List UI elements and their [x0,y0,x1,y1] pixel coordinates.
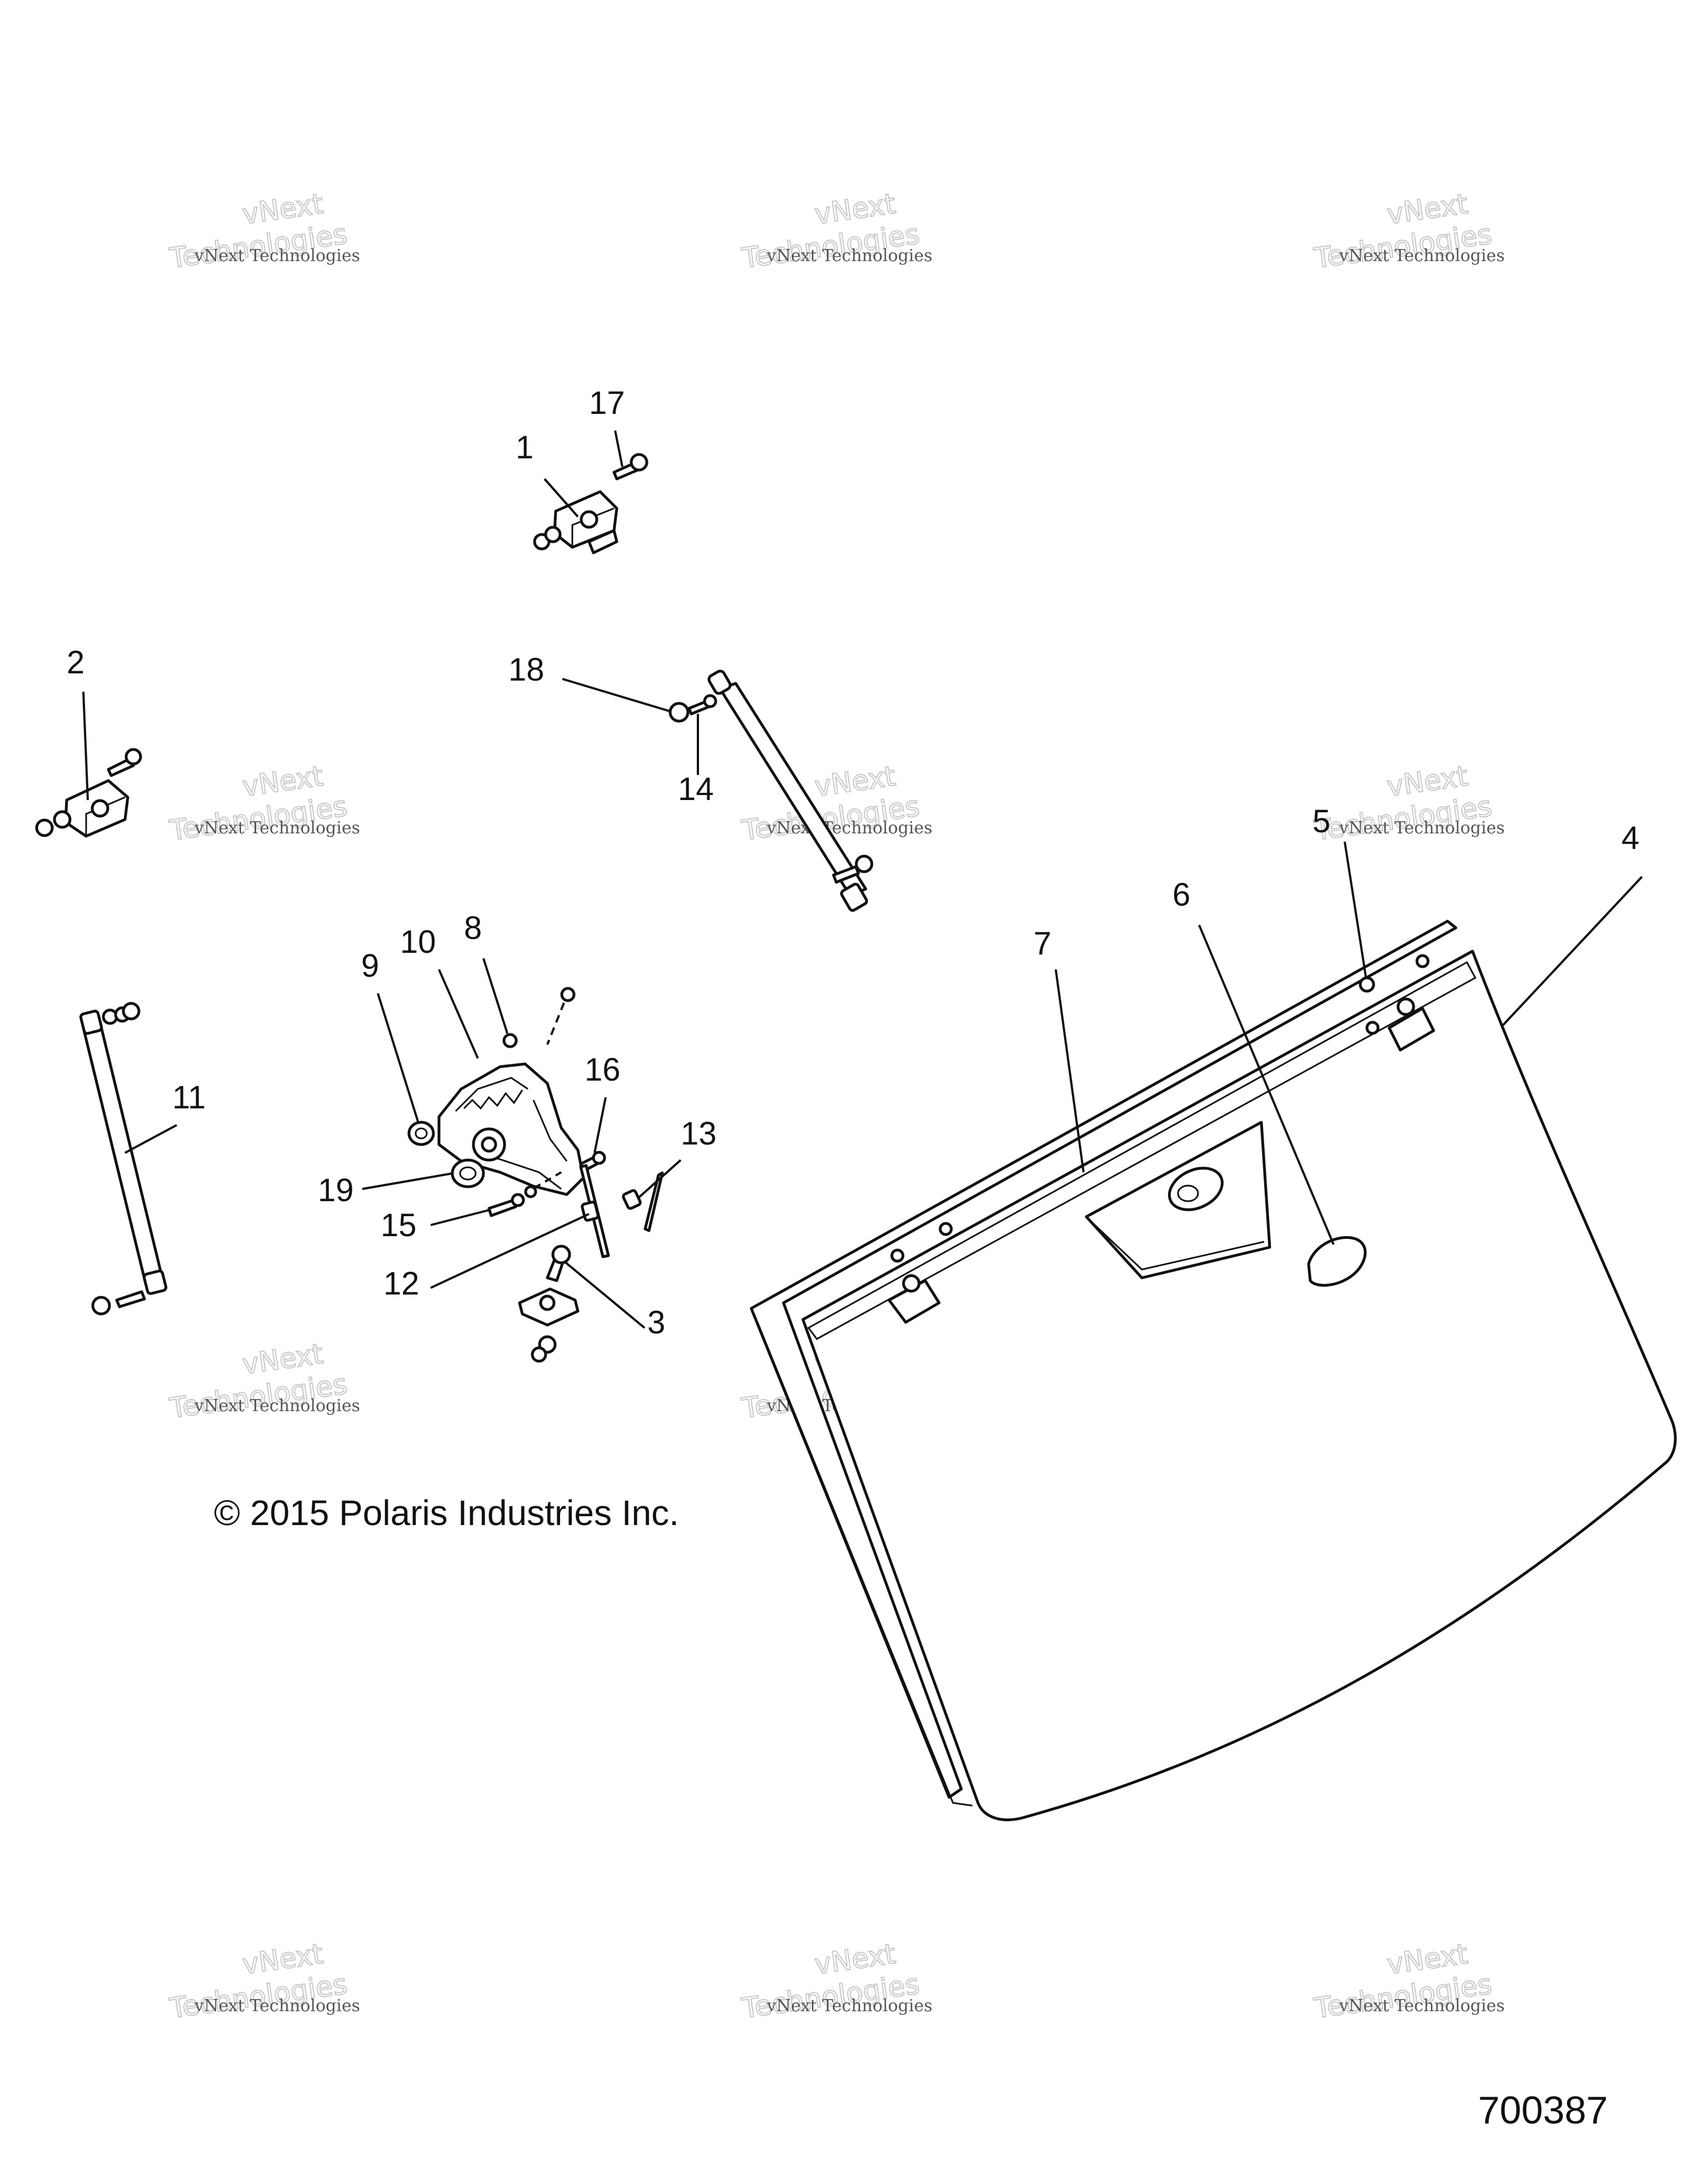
leader-4 [1502,876,1643,1026]
part-6-bumper [1307,1236,1367,1287]
part-5-nut [1359,976,1375,993]
leader-16 [593,1097,607,1153]
callout-11: 11 [172,1079,206,1116]
callout-2: 2 [67,644,84,681]
part-4-door-glass [801,949,1677,1821]
part-3-striker [518,1245,580,1363]
callout-15: 15 [381,1207,417,1243]
part-13-rod [622,1171,664,1232]
callout-14: 14 [678,771,714,807]
leader-5 [1344,841,1367,977]
part-14-fastener [687,694,717,716]
watermark-line1: vNext Technologies [194,818,360,838]
watermark: vNext Technologies vNext Technologies [1311,1937,1505,2025]
part-1-hinge-upper [533,490,618,554]
callout-1: 1 [516,429,533,466]
watermark: vNext Technologies vNext Technologies [167,759,360,847]
watermark-line1: vNext Technologies [1339,1996,1505,2016]
leader-15 [430,1209,490,1226]
part-17-bolt [612,453,648,481]
watermark: vNext Technologies vNext Technologies [1311,187,1505,275]
watermark-line1: vNext Technologies [1339,818,1505,838]
part-12-rod [579,1164,610,1258]
watermark: vNext Technologies vNext Technologies [167,1337,360,1425]
figure-number: 700387 [1478,2088,1608,2132]
leader-6 [1198,924,1335,1245]
watermark-line1: vNext Technologies [194,1396,360,1416]
leader-12 [430,1213,590,1289]
watermark: vNext Technologies vNext Technologies [1311,759,1505,847]
leader-11 [124,1124,177,1154]
leader-lines [82,430,1643,1329]
leader-13 [638,1159,682,1198]
part-9-nut [407,1121,435,1146]
watermark-line1: vNext Technologies [766,246,932,266]
leader-9 [377,993,419,1122]
callout-13: 13 [681,1116,717,1152]
leader-1 [543,478,579,518]
watermark: vNext Technologies vNext Technologies [739,187,932,275]
leader-8 [482,958,508,1034]
callout-7: 7 [1034,926,1051,962]
callout-17: 17 [589,385,625,421]
watermark: vNext Technologies vNext Technologies [167,187,360,275]
part-7-door-frame [750,919,1458,1807]
callouts: 1 2 3 4 5 6 7 8 9 10 11 12 13 14 15 16 1… [67,385,1639,1341]
callout-12: 12 [383,1266,420,1302]
watermark-line1: vNext Technologies [194,1996,360,2016]
leader-3 [563,1260,646,1329]
callout-16: 16 [585,1052,621,1088]
callout-18: 18 [508,652,545,688]
leader-10 [438,969,479,1059]
latch-mount-plate [1085,1121,1271,1280]
callout-8: 8 [464,910,482,946]
callout-3: 3 [647,1305,665,1341]
gas-strut-upper [707,669,874,912]
part-11-gas-strut [79,1002,168,1316]
callout-9: 9 [361,948,379,984]
leader-18 [562,678,670,712]
leader-2 [82,691,89,801]
callout-10: 10 [400,924,436,960]
part-8-pin [502,987,576,1048]
watermark-line1: vNext Technologies [766,818,932,838]
leader-19 [362,1172,453,1190]
watermark: vNext Technologies vNext Technologies [167,1937,360,2025]
leader-7 [1055,969,1085,1173]
copyright-notice: © 2015 Polaris Industries Inc. [214,1493,679,1533]
leader-17 [614,430,623,467]
watermark-line1: vNext Technologies [194,246,360,266]
part-19-bushing [451,1158,485,1188]
watermark: vNext Technologies vNext Technologies [739,1937,932,2025]
callout-19: 19 [318,1172,354,1208]
watermark-line1: vNext Technologies [1339,246,1505,266]
callout-6: 6 [1172,877,1190,913]
part-18-nut [668,702,690,723]
part-2-hinge-left [35,748,142,838]
callout-5: 5 [1312,803,1330,839]
callout-4: 4 [1621,820,1639,856]
part-15-screw [487,1171,562,1217]
watermark-line1: vNext Technologies [766,1996,932,2016]
